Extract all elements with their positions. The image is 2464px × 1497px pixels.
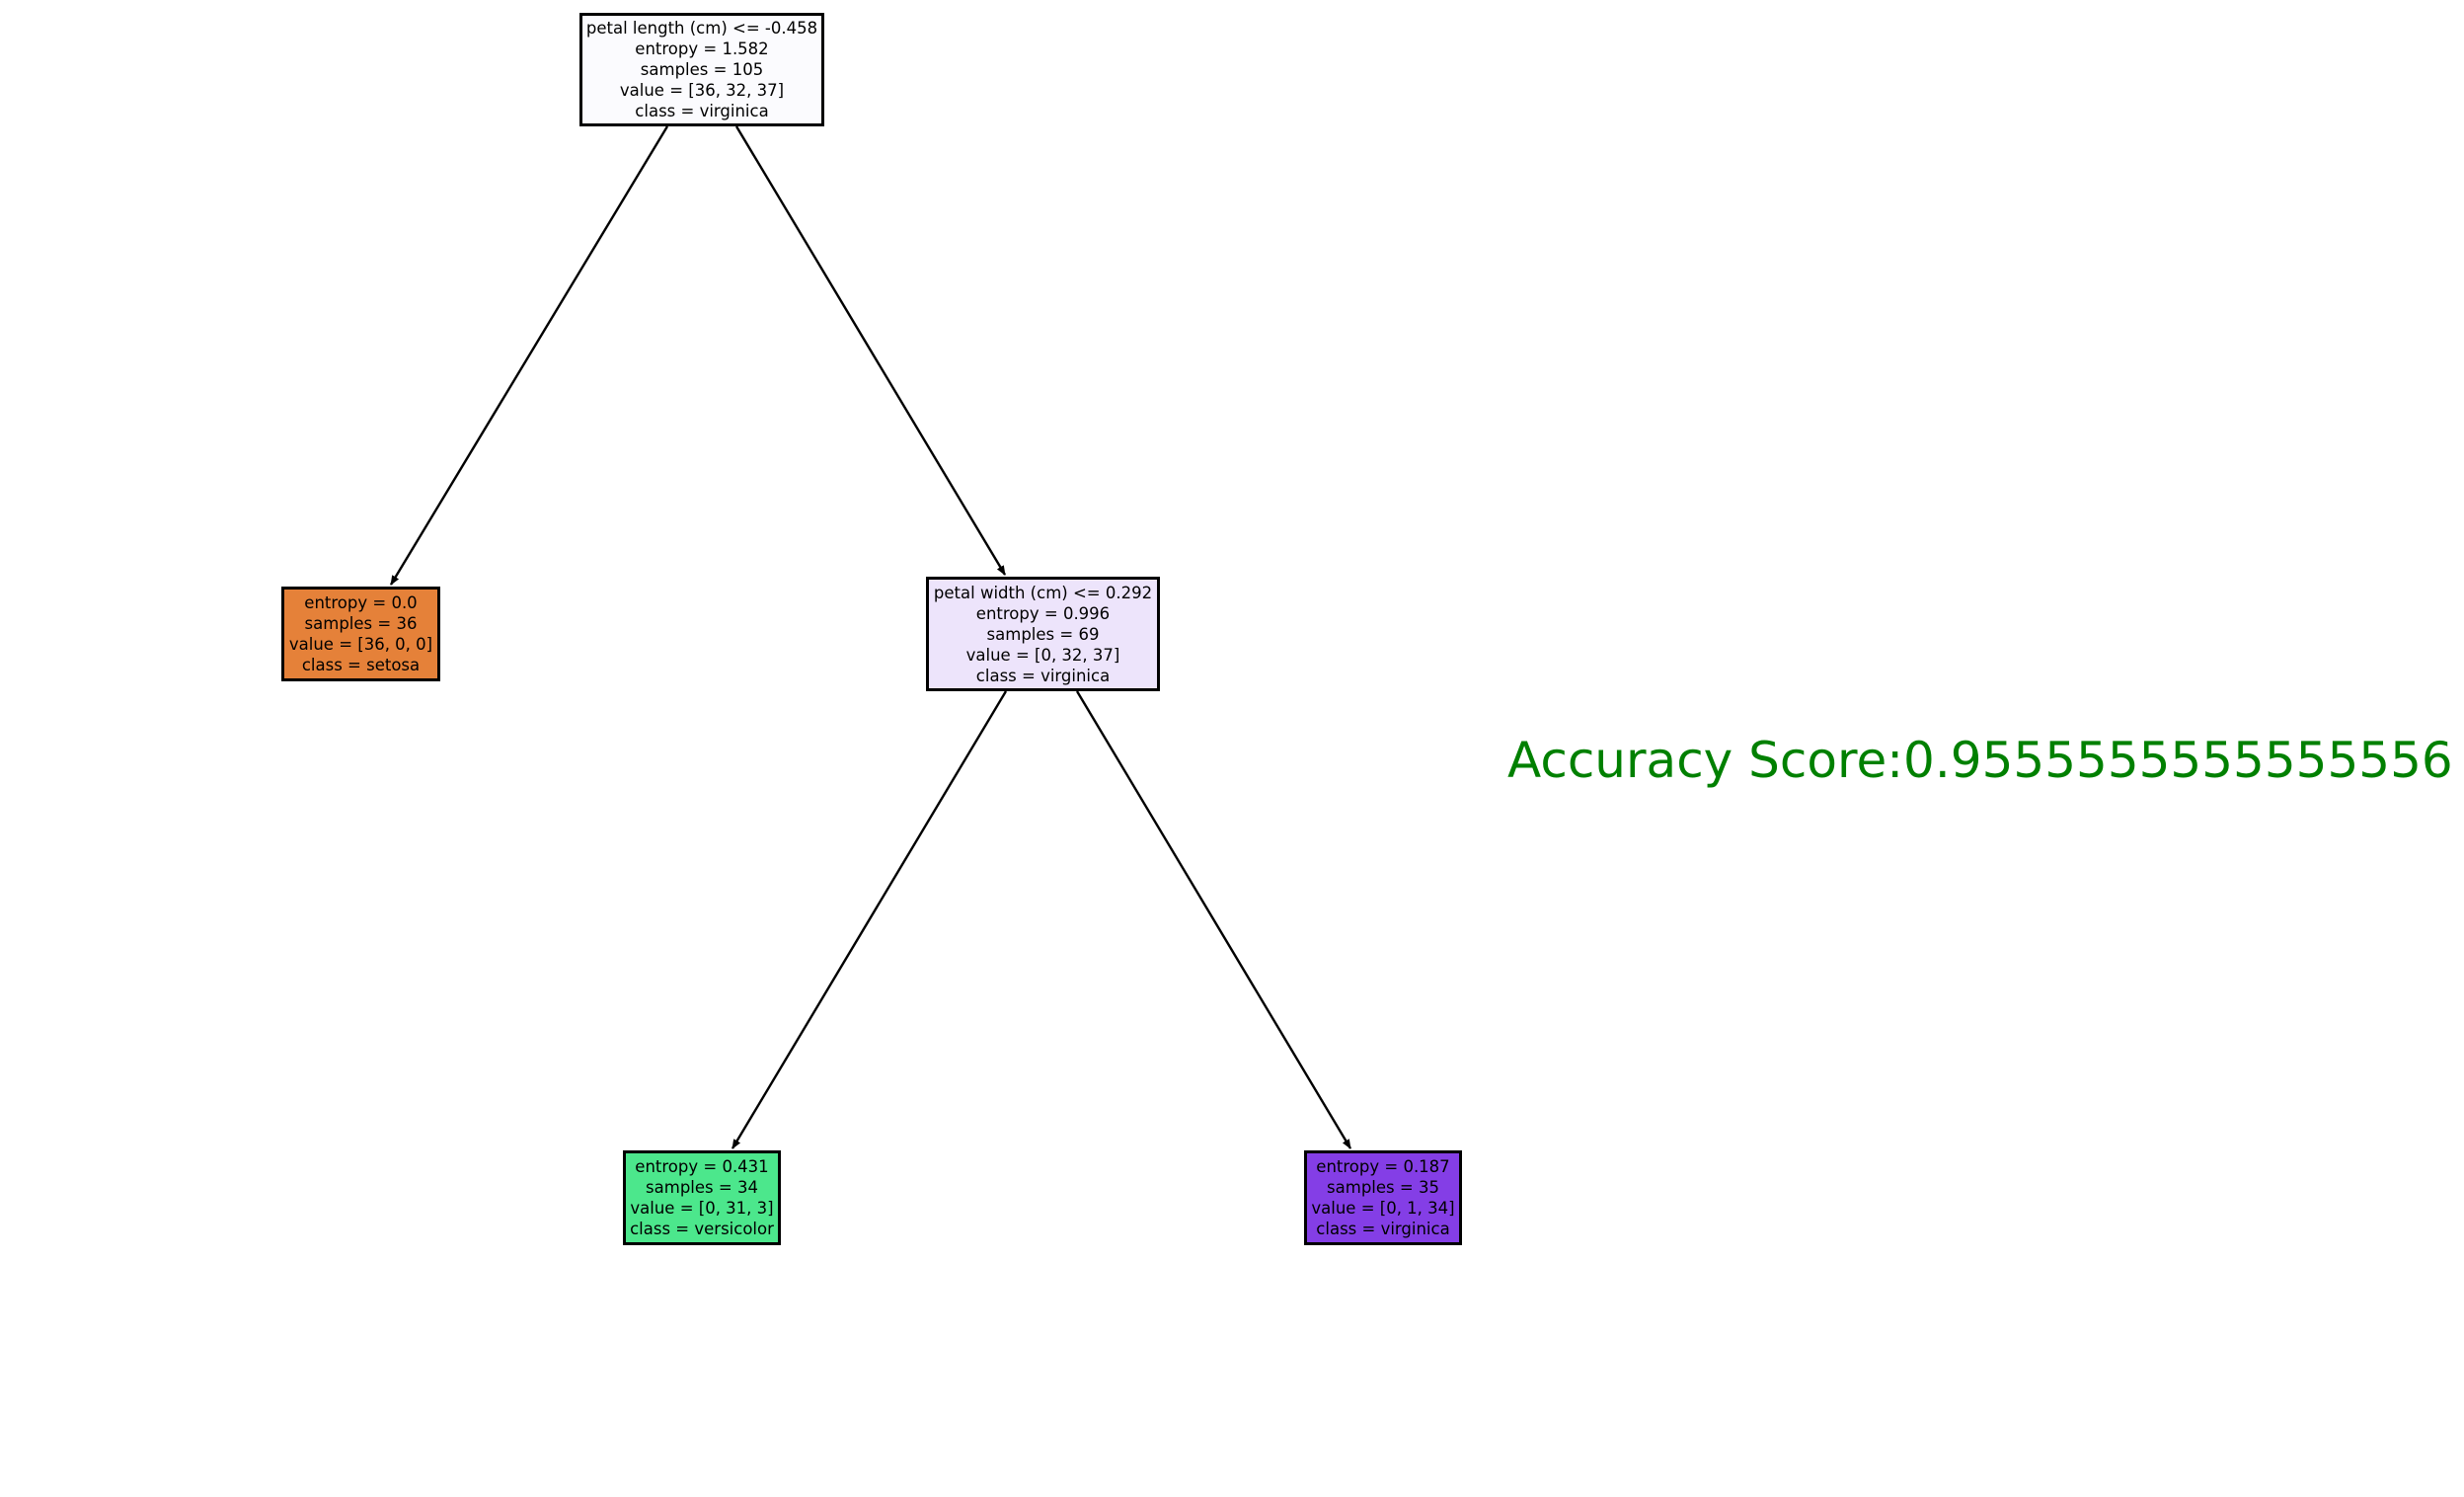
node-text-line: value = [36, 0, 0] <box>288 635 433 654</box>
edge-root-to-left-leaf <box>389 125 669 586</box>
node-text-line: samples = 69 <box>986 624 1100 644</box>
tree-node-virginica-leaf: entropy = 0.187 samples = 35 value = [0, 1… <box>1304 1150 1462 1245</box>
node-text-line: petal width (cm) <= 0.292 <box>933 583 1153 602</box>
edge-root-to-right-split <box>734 125 1007 576</box>
tree-node-left-leaf: entropy = 0.0 samples = 36 value = [36, 0,… <box>281 587 440 681</box>
node-text-line: value = [36, 32, 37] <box>619 81 785 100</box>
edge-right-split-to-versicolor-leaf <box>731 690 1008 1149</box>
node-text-line: class = versicolor <box>630 1220 774 1238</box>
node-text-line: entropy = 1.582 <box>635 39 769 58</box>
node-text-line: class = virginica <box>975 666 1111 685</box>
node-text-line: samples = 105 <box>640 60 764 79</box>
edge-right-split-to-virginica-leaf <box>1075 690 1352 1149</box>
node-text-line: entropy = 0.996 <box>975 603 1111 623</box>
node-text-line: samples = 34 <box>646 1178 758 1197</box>
accuracy-score-label: Accuracy Score:0.9555555555555556 <box>1507 732 2453 789</box>
node-text-line: entropy = 0.187 <box>1316 1157 1450 1176</box>
node-text-line: value = [0, 1, 34] <box>1311 1199 1455 1218</box>
node-text-line: value = [0, 31, 3] <box>630 1199 774 1218</box>
tree-node-versicolor-leaf: entropy = 0.431 samples = 34 value = [0, 3… <box>623 1150 781 1245</box>
node-text-line: samples = 36 <box>304 614 418 633</box>
node-text-line: class = setosa <box>301 656 421 674</box>
node-text-line: petal length (cm) <= -0.458 <box>585 19 818 38</box>
node-text-line: class = virginica <box>1316 1220 1450 1238</box>
node-text-line: class = virginica <box>635 102 769 120</box>
node-text-line: samples = 35 <box>1327 1178 1439 1197</box>
node-text-line: entropy = 0.0 <box>304 593 418 612</box>
node-text-line: entropy = 0.431 <box>635 1157 769 1176</box>
node-text-line: value = [0, 32, 37] <box>965 645 1120 665</box>
